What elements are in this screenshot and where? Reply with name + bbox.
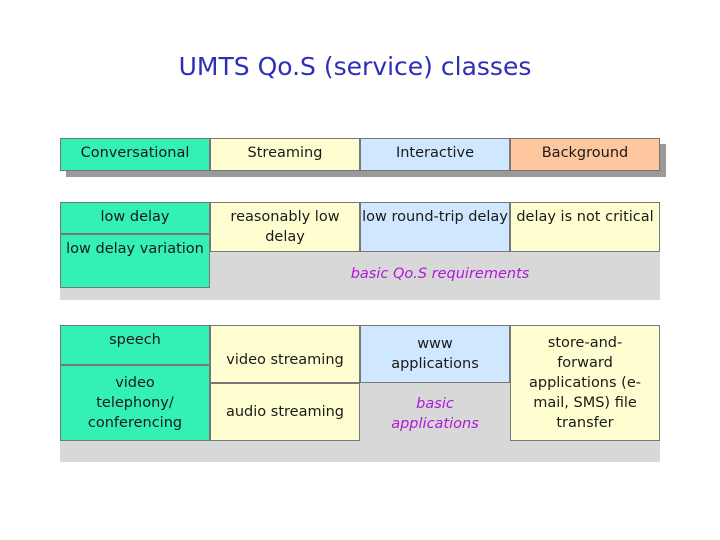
app-background: store-and-forward applications (e-mail, … [510, 325, 660, 441]
app-audio-streaming: audio streaming [210, 383, 360, 441]
app-video-streaming: video streaming [210, 325, 360, 383]
class-background: Background [510, 138, 660, 171]
req-interactive: low round-trip delay [360, 202, 510, 252]
req-streaming: reasonably low delay [210, 202, 360, 252]
req-background: delay is not critical [510, 202, 660, 252]
req-conversational-variation: low delay variation [60, 234, 210, 288]
req-conversational-delay: low delay [60, 202, 210, 234]
app-video-telephony: video telephony/ conferencing [60, 365, 210, 441]
app-basic: basic applications [391, 396, 479, 432]
app-speech: speech [60, 325, 210, 365]
requirements-label: basic Qo.S requirements [350, 266, 530, 282]
class-conversational: Conversational [60, 138, 210, 171]
class-interactive: Interactive [360, 138, 510, 171]
class-streaming: Streaming [210, 138, 360, 171]
app-www: www applications [360, 325, 510, 383]
page-title: UMTS Qo.S (service) classes [178, 52, 532, 81]
